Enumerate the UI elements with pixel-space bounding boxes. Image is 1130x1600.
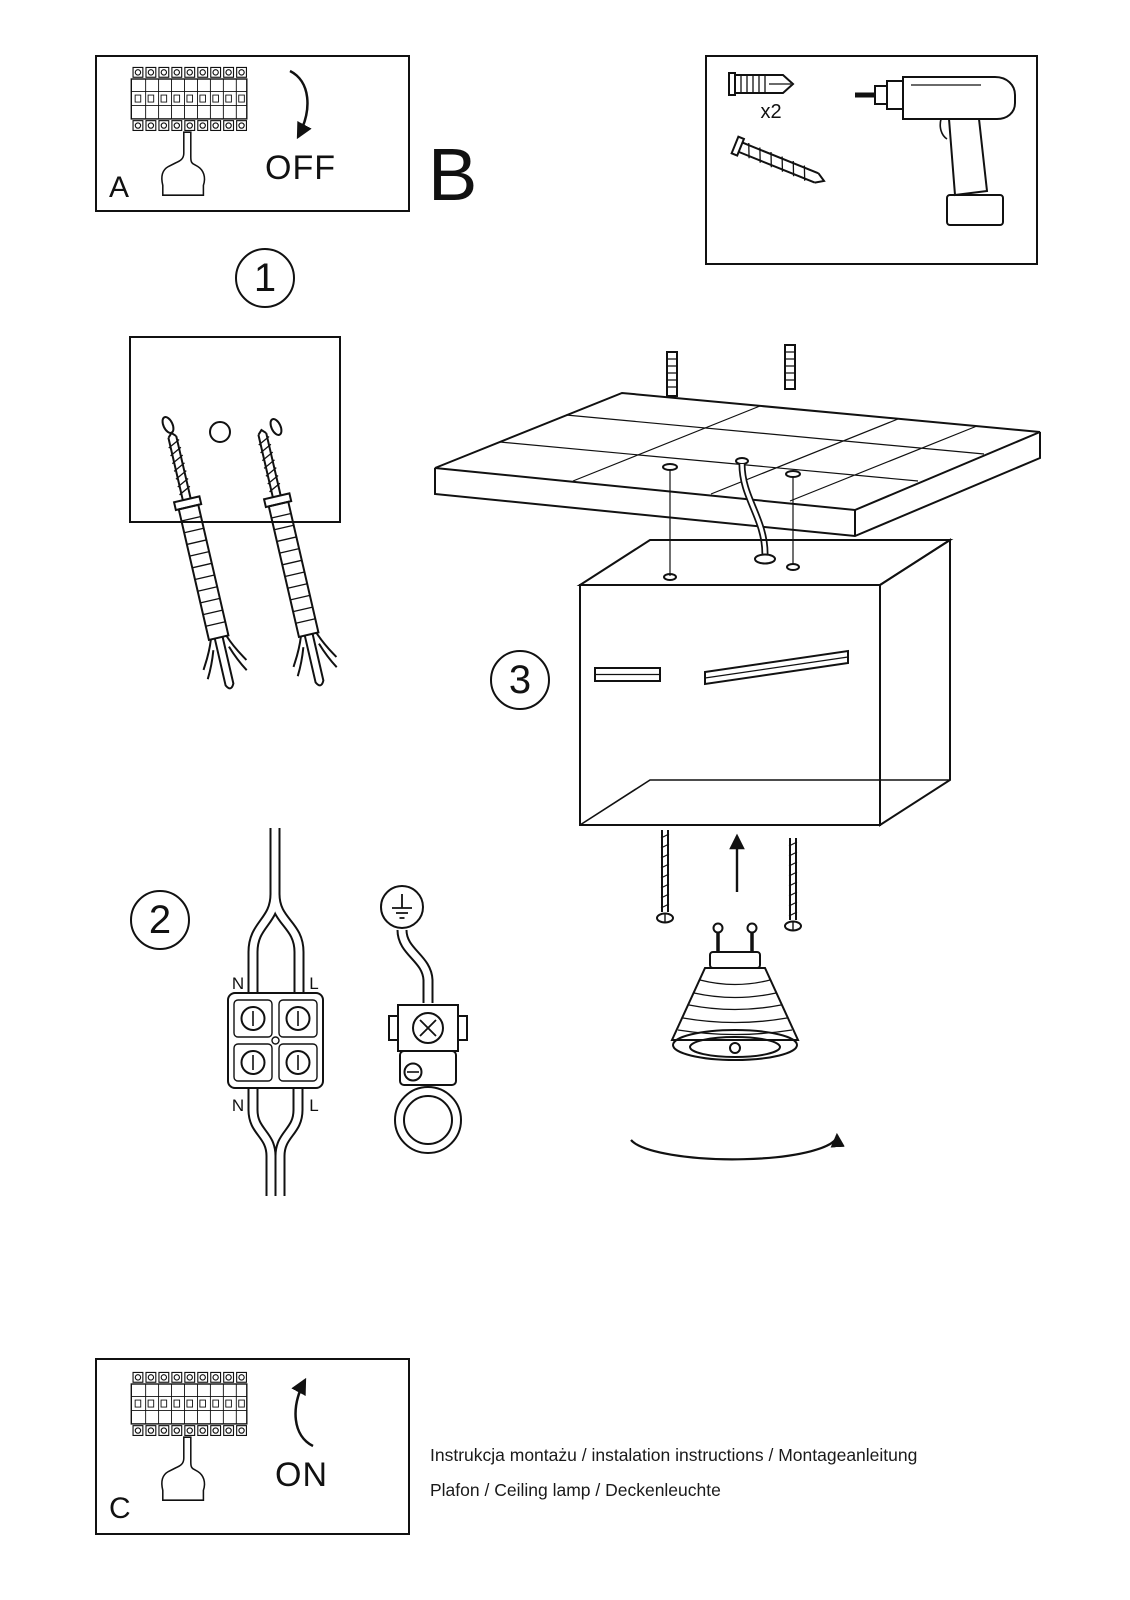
- label-l-top: L: [309, 974, 318, 993]
- panel-c: ON C: [95, 1358, 410, 1535]
- ground-symbol: [380, 885, 424, 929]
- mounting-screw-left: [656, 830, 674, 924]
- panel-a-letter: A: [109, 171, 130, 204]
- mounting-surface: [129, 336, 341, 523]
- mounting-screw-right: [784, 838, 802, 932]
- arrow-down-icon: [289, 69, 312, 140]
- rotate-arrow: [630, 1132, 845, 1161]
- off-label: OFF: [265, 149, 336, 187]
- anchor-quantity: x2: [760, 101, 782, 123]
- arrow-up-icon: [291, 1377, 314, 1448]
- drill-icon: [855, 76, 1016, 226]
- step-3-badge: 3: [490, 650, 550, 710]
- light-slot: [704, 649, 849, 686]
- label-n-bottom: N: [232, 1096, 244, 1115]
- panel-a: OFF A: [95, 55, 410, 212]
- caption-line-2: Plafon / Ceiling lamp / Deckenleuchte: [430, 1480, 721, 1500]
- footer-captions: Instrukcja montażu / instalation instruc…: [430, 1438, 917, 1508]
- step-2-illustration: N L N L: [227, 828, 468, 1196]
- step-1-badge: 1: [235, 248, 295, 308]
- circuit-breaker-illustration: [125, 65, 258, 198]
- wall-plug-icon: [728, 72, 795, 96]
- circuit-breaker-illustration: [125, 1370, 258, 1503]
- wall-plug-left: [149, 427, 253, 695]
- step-3-illustration: [434, 344, 1041, 1161]
- wall-plug-icon: [784, 344, 796, 390]
- parts-box: x2: [705, 55, 1038, 265]
- lamp-body-cube: [576, 538, 954, 827]
- step-1-illustration: [129, 336, 343, 695]
- gu10-bulb: [670, 922, 800, 1061]
- terminal-block: [227, 992, 324, 1089]
- wall-plug-icon: [666, 351, 678, 397]
- ground-connector: [388, 1004, 468, 1154]
- ceiling-panel: [434, 344, 1041, 538]
- wall-plug-right: [239, 424, 343, 692]
- label-n-top: N: [232, 974, 244, 993]
- output-wire: [247, 1089, 304, 1196]
- label-l-bottom: L: [309, 1096, 318, 1115]
- parts-illustration: [728, 72, 1016, 226]
- caption-line-1: Instrukcja montażu / instalation instruc…: [430, 1445, 918, 1465]
- panel-c-letter: C: [109, 1492, 131, 1525]
- section-b-letter: B: [428, 133, 478, 216]
- on-label: ON: [275, 1456, 328, 1494]
- step-2-badge: 2: [130, 890, 190, 950]
- screw-icon: [730, 135, 826, 184]
